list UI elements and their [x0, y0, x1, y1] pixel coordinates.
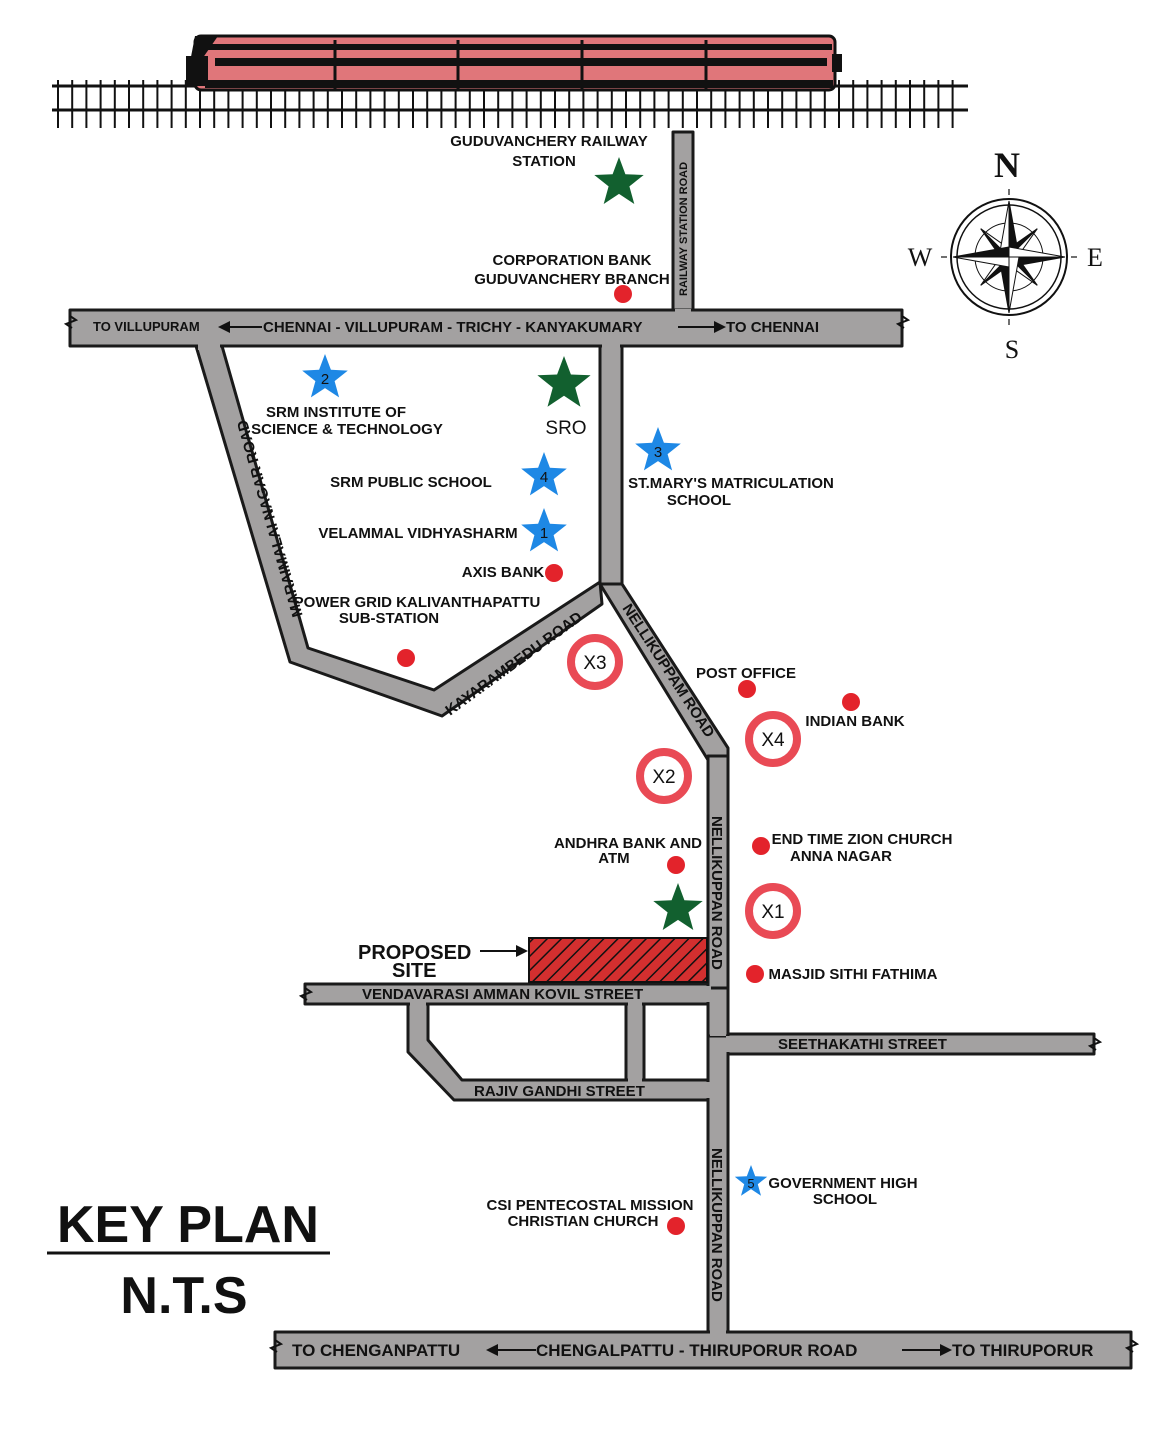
proposed-site-star	[653, 883, 703, 930]
srm-public-school-label: SRM PUBLIC SCHOOL	[330, 474, 492, 491]
blue-star-4-number: 4	[540, 469, 548, 486]
train	[186, 34, 842, 92]
railway-station-star	[594, 157, 644, 204]
proposed-site-label-1: PROPOSED	[358, 942, 471, 964]
compass-south: S	[1005, 335, 1019, 364]
railway-station-label-2: STATION	[512, 153, 576, 170]
railway-station-label-1: GUDUVANCHERY RAILWAY	[450, 133, 648, 150]
blue-star-2-number: 2	[321, 371, 329, 388]
red-dots	[397, 285, 860, 1235]
vendavarasi-street-label: VENDAVARASI AMMAN KOVIL STREET	[362, 986, 643, 1003]
power-grid-dot	[397, 649, 415, 667]
nts-subtitle: N.T.S	[120, 1267, 247, 1325]
proposed-site-arrow	[480, 945, 528, 957]
blue-star-3: 3	[635, 427, 681, 471]
blue-star-1-number: 1	[540, 525, 548, 542]
indian-bank-dot	[842, 693, 860, 711]
govt-school-label-1: GOVERNMENT HIGH	[768, 1175, 917, 1192]
railway-station-road-label: RAILWAY STATION ROAD	[678, 162, 690, 296]
corporation-bank-label-1: CORPORATION BANK	[493, 252, 652, 269]
power-grid-label-2: SUB-STATION	[339, 610, 439, 627]
masjid-label: MASJID SITHI FATHIMA	[769, 966, 938, 983]
axis-bank-dot	[545, 564, 563, 582]
to-chennai-label: TO CHENNAI	[726, 319, 819, 336]
zion-church-label-2: ANNA NAGAR	[790, 848, 892, 865]
andhra-bank-dot	[667, 856, 685, 874]
st-marys-label-1: ST.MARY'S MATRICULATION	[628, 475, 834, 492]
zion-church-label-1: END TIME ZION CHURCH	[772, 831, 953, 848]
csi-church-label-2: CHRISTIAN CHURCH	[508, 1213, 659, 1230]
to-chenganpattu-label: TO CHENGANPATTU	[292, 1341, 460, 1360]
nh-road-label: CHENNAI - VILLUPURAM - TRICHY - KANYAKUM…	[263, 319, 642, 336]
kayarambedu-road-label: KAYARAMBEDU ROAD	[442, 609, 585, 720]
csi-church-label-1: CSI PENTECOSTAL MISSION	[487, 1197, 694, 1214]
st-marys-label-2: SCHOOL	[667, 492, 731, 509]
srm-institute-label-2: SCIENCE & TECHNOLOGY	[251, 421, 443, 438]
road-break-marks	[63, 315, 1140, 1353]
axis-bank-label: AXIS BANK	[462, 564, 545, 581]
power-grid-label-1: POWER GRID KALIVANTHAPATTU	[294, 594, 541, 611]
svg-text:X3: X3	[583, 653, 606, 674]
sro-star	[537, 356, 591, 407]
csi-church-dot	[667, 1217, 685, 1235]
govt-school-label-2: SCHOOL	[813, 1191, 877, 1208]
to-thiruporur-label: TO THIRUPORUR	[952, 1341, 1093, 1360]
blue-star-4: 4	[521, 452, 567, 496]
corporation-bank-label-2: GUDUVANCHERY BRANCH	[474, 271, 670, 288]
svg-text:X4: X4	[761, 730, 785, 751]
bottom-road-label: CHENGALPATTU - THIRUPORUR ROAD	[536, 1341, 857, 1360]
proposed-site-plot	[528, 937, 708, 983]
rajiv-gandhi-street-label: RAJIV GANDHI STREET	[474, 1083, 645, 1100]
blue-star-2: 2	[302, 354, 348, 398]
x-marker-x3: X3	[567, 634, 623, 690]
velammal-label: VELAMMAL VIDHYASHARM	[318, 525, 517, 542]
nh-left-arrow	[218, 321, 262, 333]
indian-bank-label: INDIAN BANK	[805, 713, 904, 730]
key-plan-title: KEY PLAN	[57, 1196, 319, 1254]
nellikuppan-road-label-upper: NELLIKUPPAN ROAD	[708, 816, 725, 970]
compass-west: W	[908, 243, 933, 272]
bottom-right-arrow	[902, 1344, 952, 1356]
nh-right-arrow	[678, 321, 726, 333]
compass-north: N	[994, 145, 1020, 185]
compass-rose	[941, 189, 1077, 325]
seethakathi-street-label: SEETHAKATHI STREET	[778, 1036, 947, 1053]
zion-church-dot	[752, 837, 770, 855]
svg-text:X1: X1	[761, 902, 784, 923]
andhra-bank-label-1: ANDHRA BANK AND	[554, 835, 702, 852]
compass-east: E	[1087, 243, 1103, 272]
to-villupuram-label: TO VILLUPURAM	[93, 319, 200, 334]
x-marker-x2: X2	[636, 748, 692, 804]
post-office-label: POST OFFICE	[696, 665, 796, 682]
srm-institute-label-1: SRM INSTITUTE OF	[266, 404, 406, 421]
blue-star-1: 1	[521, 508, 567, 552]
x-marker-x1: X1	[745, 883, 801, 939]
svg-text:X2: X2	[652, 767, 675, 788]
post-office-dot	[738, 680, 756, 698]
blue-star-5-number: 5	[747, 1176, 754, 1191]
nellikuppan-road-label-lower: NELLIKUPPAN ROAD	[708, 1148, 725, 1302]
andhra-bank-label-2: ATM	[598, 850, 629, 867]
sro-label: SRO	[545, 418, 586, 439]
bottom-left-arrow	[486, 1344, 536, 1356]
corporation-bank-dot	[614, 285, 632, 303]
proposed-site-label-2: SITE	[392, 960, 436, 982]
blue-star-3-number: 3	[654, 444, 662, 461]
x-marker-x4: X4	[745, 711, 801, 767]
road-network	[68, 130, 1133, 1370]
masjid-dot	[746, 965, 764, 983]
blue-star-5: 5	[734, 1165, 768, 1196]
